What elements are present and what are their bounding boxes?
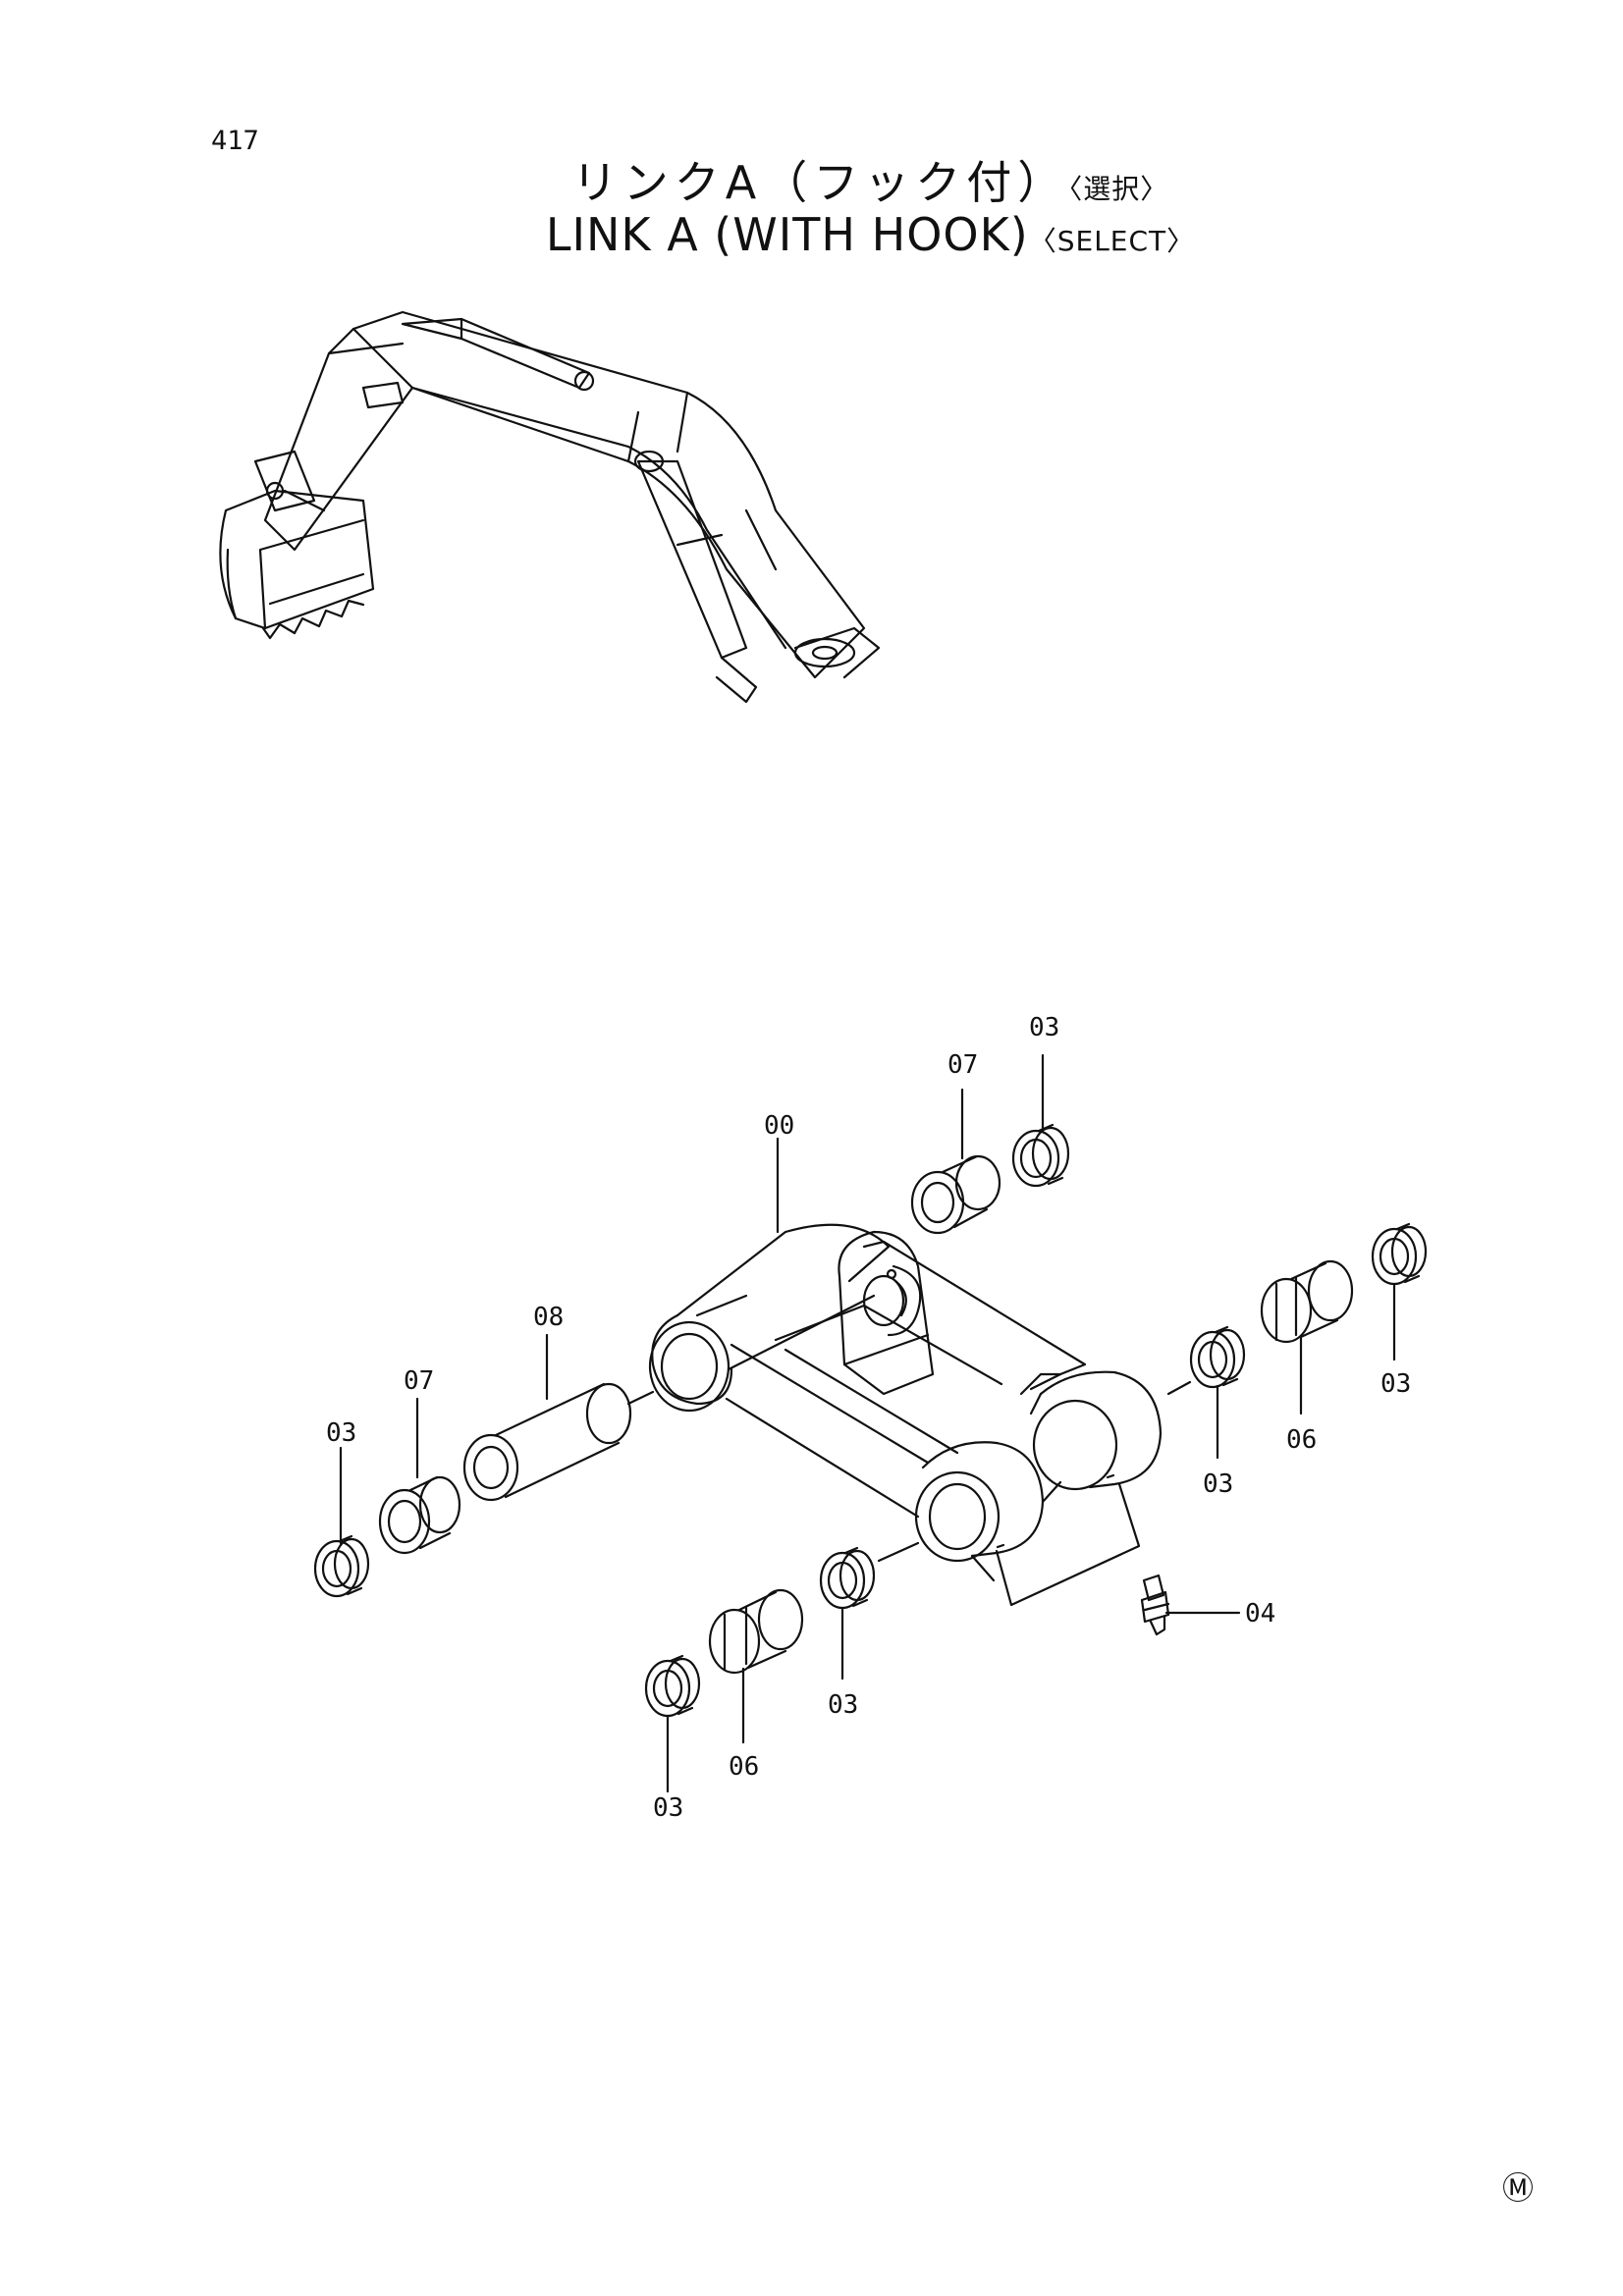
callout-03-top: 03: [1029, 1013, 1059, 1042]
part-07-left: [378, 1475, 461, 1555]
part-03-right-outer: [1371, 1222, 1428, 1286]
callout-04: 04: [1245, 1599, 1275, 1629]
part-08-pin: [462, 1382, 632, 1502]
callout-07-top: 07: [947, 1050, 978, 1080]
part-07-top: [910, 1154, 1001, 1235]
part-03-top: [1011, 1123, 1070, 1188]
title-en-suffix: 〈SELECT〉: [1028, 225, 1196, 257]
pins-and-seals: [313, 1123, 1428, 1718]
manufacturer-mark: Ⓜ: [1502, 2169, 1534, 2207]
part-03-mid: [819, 1546, 876, 1610]
callout-03-right-inner: 03: [1203, 1469, 1233, 1499]
callout-03-left: 03: [326, 1418, 356, 1448]
link-a-assembly: [648, 1223, 1170, 1636]
callout-00: 00: [764, 1111, 794, 1141]
callout-06-bottom: 06: [729, 1752, 759, 1782]
part-06-bottom: [708, 1588, 804, 1675]
part-06-right: [1260, 1259, 1354, 1344]
callout-07-left: 07: [404, 1366, 434, 1396]
callout-03-mid: 03: [828, 1690, 858, 1720]
callout-08: 08: [533, 1303, 564, 1332]
part-03-right-inner: [1189, 1325, 1246, 1389]
part-03-left: [313, 1534, 370, 1598]
excavator-arm-illustration: [219, 310, 881, 704]
title-english: LINK A (WITH HOOK)〈SELECT〉: [0, 208, 1623, 261]
callout-03-bottom: 03: [653, 1793, 683, 1823]
title-en-main: LINK A (WITH HOOK): [545, 208, 1029, 261]
callout-06-right: 06: [1286, 1425, 1317, 1455]
title-japanese: リンクA（フック付）〈選択〉: [0, 147, 1623, 212]
leader-lines: [339, 1053, 1396, 1793]
part-03-bottom: [644, 1654, 701, 1718]
title-jp-main: リンクA（フック付）: [571, 156, 1069, 209]
title-jp-suffix: 〈選択〉: [1068, 173, 1169, 205]
page-number: 417: [211, 126, 259, 156]
callout-03-right-outer: 03: [1380, 1369, 1411, 1399]
